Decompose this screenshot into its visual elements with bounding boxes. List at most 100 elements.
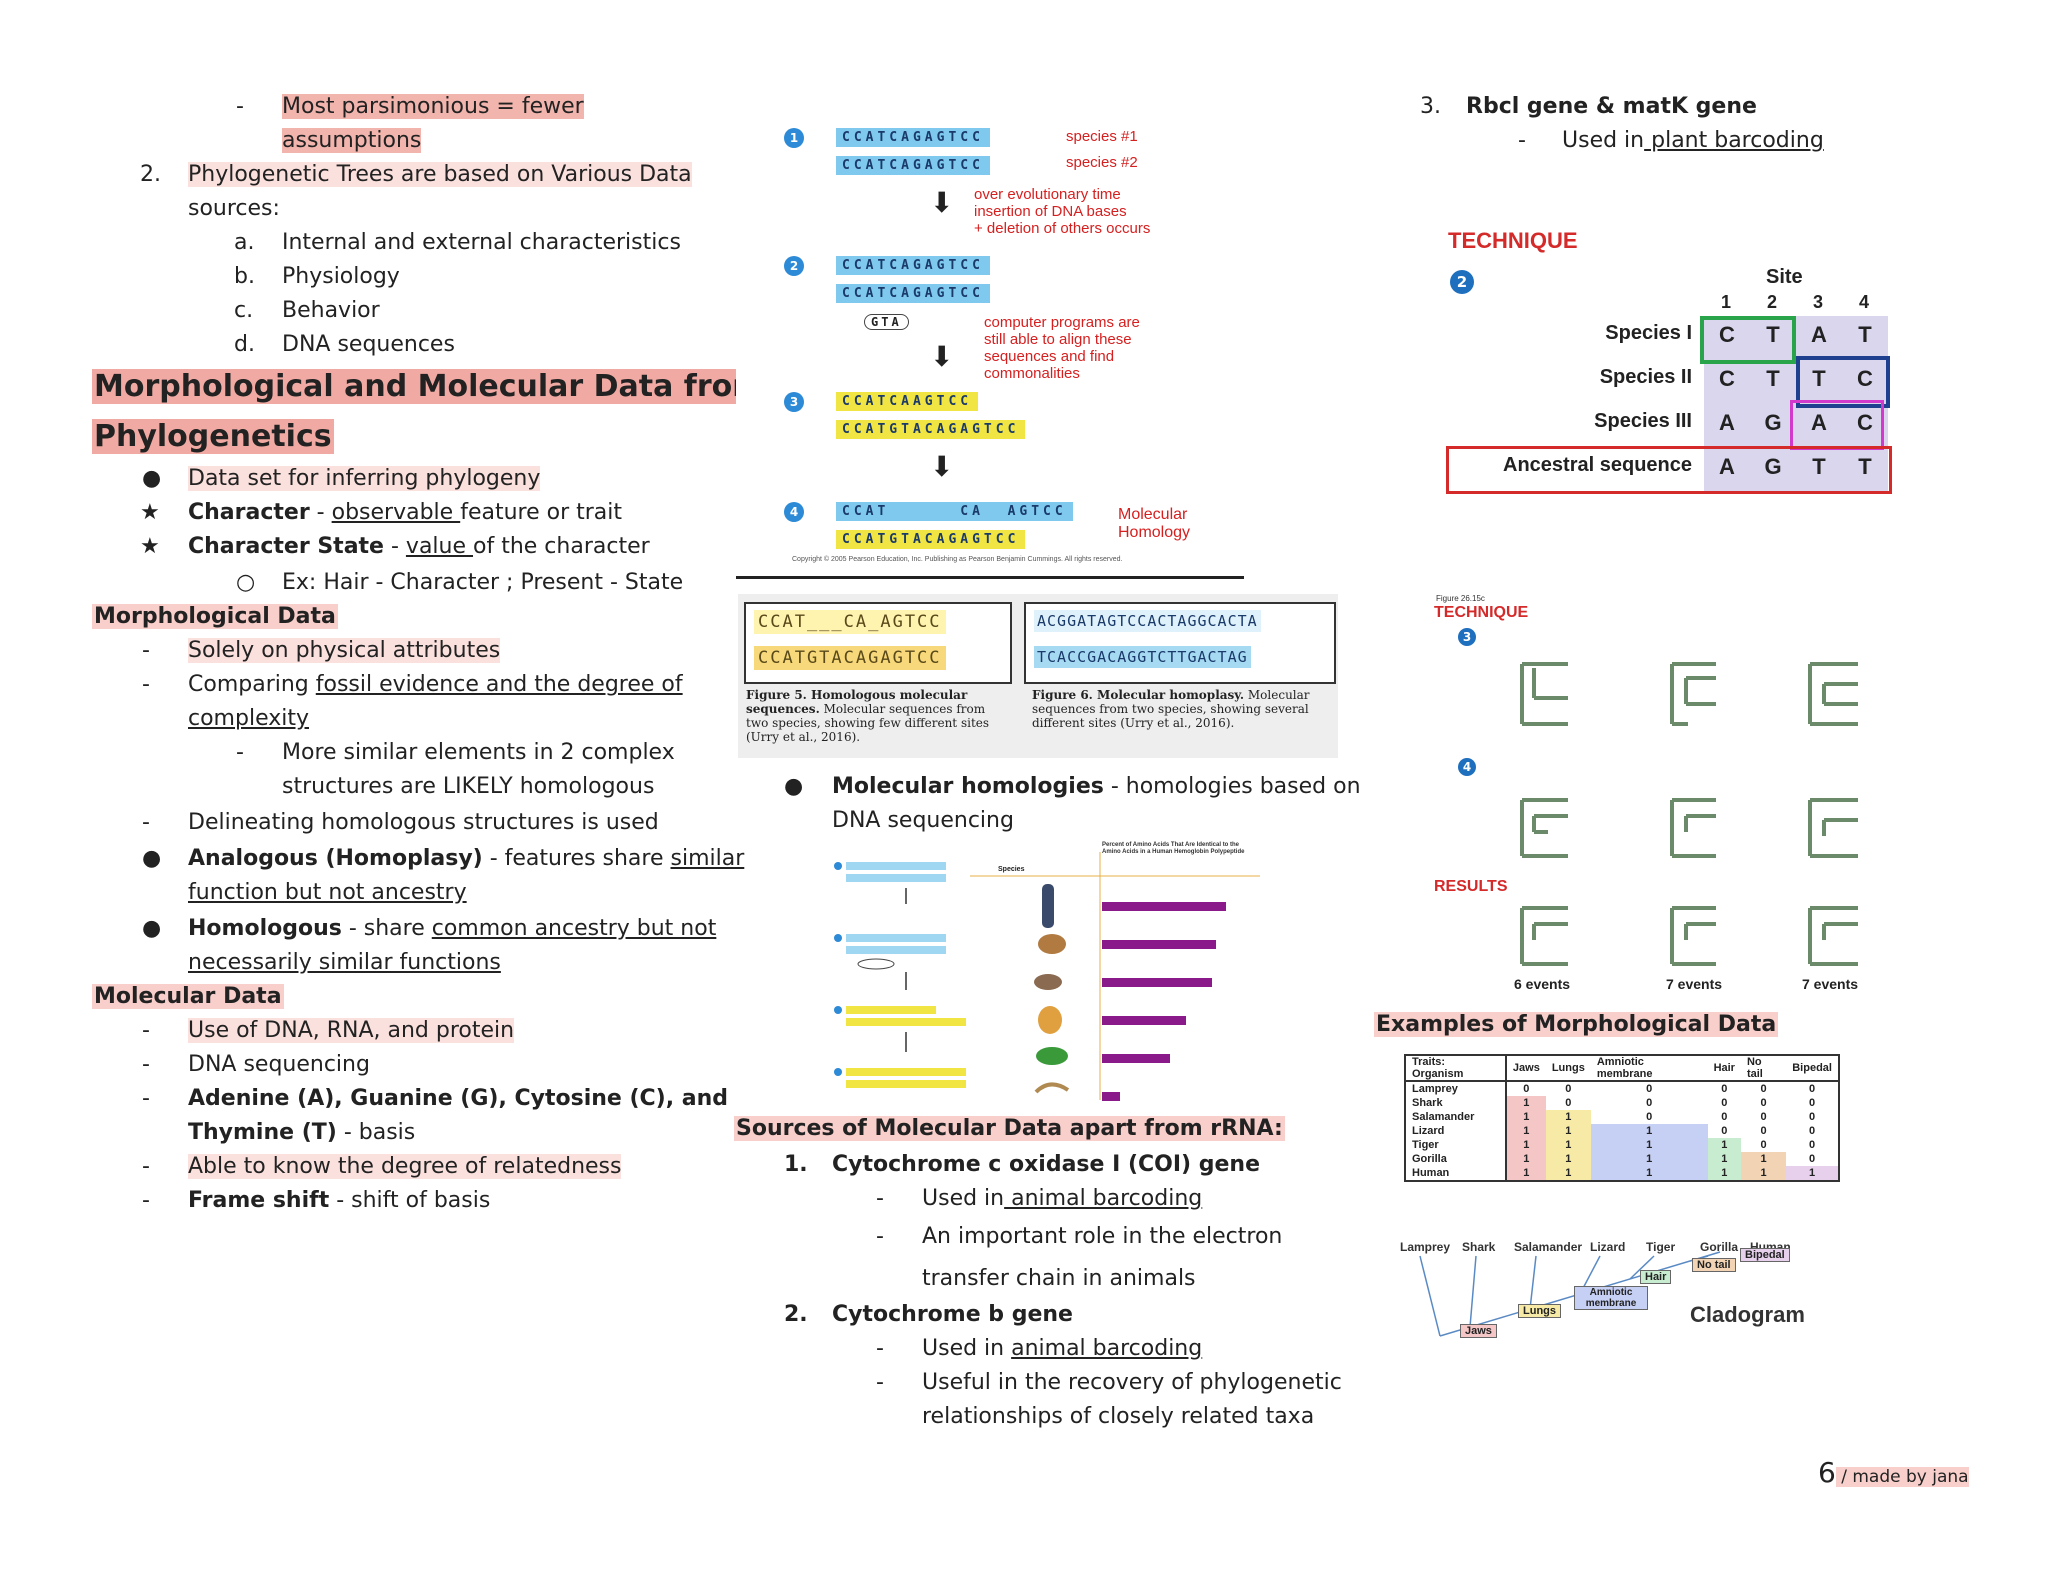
homology-label: Molecular Homology: [1118, 506, 1190, 542]
technique-label: TECHNIQUE: [1448, 228, 1578, 253]
bullet-dot: ●: [142, 466, 162, 491]
bullet-dot: ●: [142, 846, 162, 871]
table-cell: 0: [1760, 1111, 1767, 1123]
source-sub: Used in animal barcoding: [922, 1336, 1203, 1361]
step-number-badge: 3: [784, 392, 804, 412]
sequence-strip: CCAT CA AGTCC: [836, 502, 1073, 521]
arrow-down-icon: ⬇: [930, 340, 954, 373]
table-cell: Gorilla: [1405, 1152, 1507, 1166]
rbcl-item: Rbcl gene & matK gene: [1466, 94, 1757, 119]
sub-mark: d.: [234, 332, 255, 357]
copyright-text: Copyright © 2005 Pearson Education, Inc.…: [792, 556, 1123, 563]
homologous-cont: necessarily similar functions: [188, 950, 501, 975]
species-column-label: Species: [998, 866, 1025, 873]
identity-bars: [1102, 902, 1226, 1101]
source-item: Cytochrome b gene: [832, 1302, 1073, 1327]
taxon-label: Shark: [1462, 1240, 1496, 1254]
grid-cell: T: [1858, 322, 1872, 347]
note-line: over evolutionary time: [974, 186, 1121, 203]
taxon-label: Lizard: [1590, 1240, 1626, 1254]
sub-item: Internal and external characteristics: [282, 230, 681, 255]
morph-item: Delineating homologous structures is use…: [188, 810, 659, 835]
trait-table: Traits: Organism Jaws Lungs Amniotic mem…: [1404, 1054, 1840, 1182]
step-number-badge: 2: [1450, 270, 1474, 294]
grid-cell: T: [1766, 322, 1780, 347]
table-cell: 0: [1721, 1083, 1728, 1095]
dash-marker: -: [876, 1224, 884, 1249]
table-cell: 0: [1565, 1083, 1572, 1095]
molecular-homologies-definition: Molecular homologies - homologies based …: [832, 774, 1361, 799]
dash-marker: -: [876, 1186, 884, 1211]
page-footer: 6 / made by jana: [1818, 1456, 1969, 1489]
dash-marker: -: [142, 1154, 150, 1179]
results-label: RESULTS: [1434, 878, 1508, 895]
fig6-seq-a: ACGGATAGTCCACTAGGCACTA: [1034, 610, 1261, 632]
hemoglobin-figure-svg: [834, 852, 1260, 1101]
site-number: 1: [1720, 292, 1731, 312]
grid-cell: C: [1857, 366, 1873, 391]
table-cell: 0: [1523, 1083, 1530, 1095]
table-cell: 0: [1646, 1097, 1653, 1109]
trait-tag: Lungs: [1518, 1304, 1561, 1318]
table-header: Hair: [1707, 1055, 1741, 1082]
table-header: No tail: [1740, 1055, 1787, 1082]
source-sub: Used in animal barcoding: [922, 1186, 1203, 1211]
taxon-label: Salamander: [1514, 1240, 1583, 1254]
table-cell: 0: [1760, 1097, 1767, 1109]
mol-item: Adenine (A), Guanine (G), Cytosine (C), …: [188, 1086, 729, 1111]
dash-marker: -: [142, 1086, 150, 1111]
table-cell: 1: [1505, 1138, 1546, 1152]
table-cell: 1: [1545, 1124, 1591, 1138]
table-cell: 0: [1809, 1153, 1816, 1165]
row-label: Species I: [1605, 322, 1692, 344]
table-cell: 1: [1707, 1166, 1741, 1181]
table-cell: 0: [1646, 1111, 1653, 1123]
taxon-label: Tiger: [1646, 1240, 1676, 1254]
table-cell: 1: [1740, 1166, 1787, 1181]
table-header: Lungs: [1545, 1055, 1591, 1082]
dash-marker: -: [876, 1336, 884, 1361]
sources-heading: Sources of Molecular Data apart from rRN…: [734, 1116, 1285, 1141]
table-cell: 0: [1809, 1097, 1816, 1109]
dash-marker: -: [142, 1052, 150, 1077]
trait-tag: Jaws: [1460, 1324, 1497, 1338]
table-cell: 1: [1707, 1138, 1741, 1152]
note-line: insertion of DNA bases: [974, 203, 1127, 220]
source-sub: Useful in the recovery of phylogenetic: [922, 1370, 1342, 1395]
table-cell: 1: [1590, 1152, 1708, 1166]
table-cell: 0: [1721, 1097, 1728, 1109]
table-cell: 0: [1809, 1125, 1816, 1137]
dash-marker: -: [142, 1018, 150, 1043]
table-cell: Lamprey: [1405, 1081, 1507, 1096]
mol-item: Able to know the degree of relatedness: [188, 1154, 622, 1179]
fig5-seq-b: CCATGTACAGAGTCC: [754, 646, 946, 670]
analogous-cont: function but not ancestry: [188, 880, 467, 905]
arrow-down-icon: ⬇: [930, 186, 954, 219]
taxon-label: Lamprey: [1400, 1240, 1451, 1254]
table-cell: 1: [1590, 1166, 1708, 1181]
homologous-definition: Homologous - share common ancestry but n…: [188, 916, 717, 941]
table-cell: Tiger: [1405, 1138, 1507, 1152]
character-state-definition: Character State - value of the character: [188, 534, 650, 559]
row-label: Species III: [1594, 410, 1692, 432]
table-cell: 1: [1545, 1110, 1591, 1124]
mol-item-cont: Thymine (T) - basis: [188, 1120, 416, 1145]
table-header: Traits: Organism: [1405, 1055, 1507, 1082]
chart-header: Percent of Amino Acids That Are Identica…: [1102, 842, 1245, 855]
table-cell: 1: [1505, 1096, 1546, 1110]
grid-cell: T: [1812, 454, 1826, 479]
arrow-down-icon: ⬇: [930, 450, 954, 483]
cladogram-title: Cladogram: [1690, 1302, 1805, 1327]
star-icon: ★: [140, 500, 160, 525]
source-sub: An important role in the electron: [922, 1224, 1283, 1249]
annotation-note: over evolutionary time insertion of DNA …: [974, 186, 1150, 237]
fig5-caption: Figure 5. Homologous molecular sequences…: [746, 688, 990, 744]
item2-line-2: sources:: [188, 196, 280, 221]
table-header: Jaws: [1505, 1055, 1546, 1082]
table-cell: 0: [1760, 1083, 1767, 1095]
trait-tag: No tail: [1692, 1258, 1736, 1272]
mini-alignment: [834, 862, 966, 1088]
section-heading: Morphological and Molecular Data from: [92, 369, 766, 404]
